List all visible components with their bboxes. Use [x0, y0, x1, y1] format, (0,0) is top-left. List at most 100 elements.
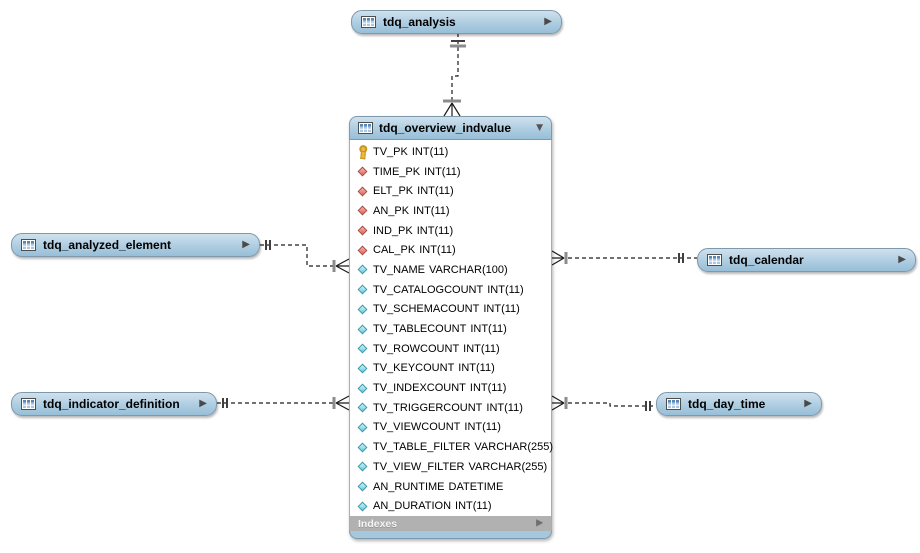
column-name-label: TV_INDEXCOUNT [373, 382, 466, 395]
table-icon [707, 254, 722, 266]
expand-arrow-icon[interactable]: ▶ [804, 398, 812, 409]
column-type-label: VARCHAR(255) [474, 441, 554, 454]
column-name-label: TV_CATALOGCOUNT [373, 283, 484, 296]
column-icon [357, 383, 368, 394]
column-name-label: TV_ROWCOUNT [373, 342, 460, 355]
expand-arrow-icon[interactable]: ▶ [199, 398, 207, 409]
column-name-label: TV_TRIGGERCOUNT [373, 401, 483, 414]
column-type-label: INT(11) [464, 421, 501, 434]
column-icon [357, 284, 368, 295]
column-icon [357, 402, 368, 413]
indexes-label: Indexes [358, 517, 398, 530]
column-type-label: INT(11) [486, 401, 523, 414]
column-type-label: INT(11) [458, 362, 495, 375]
column-name-label: TV_SCHEMACOUNT [373, 303, 480, 316]
relationship-overview-calendar[interactable] [551, 250, 697, 266]
column-name-label: TIME_PK [373, 165, 421, 178]
column-type-label: VARCHAR(100) [428, 263, 508, 276]
table-tdq-calendar[interactable]: tdq_calendar ▶ [697, 248, 916, 272]
column-icon [357, 481, 368, 492]
column-row[interactable]: AN_PK INT(11) [350, 201, 551, 221]
column-row[interactable]: TV_TRIGGERCOUNT INT(11) [350, 398, 551, 418]
column-type-label: INT(11) [483, 303, 520, 316]
column-type-label: INT(11) [455, 500, 492, 513]
column-name-label: TV_VIEW_FILTER [373, 460, 465, 473]
column-icon [357, 343, 368, 354]
table-name-label: tdq_overview_indvalue [379, 121, 512, 135]
column-name-label: AN_DURATION [373, 500, 452, 513]
column-row[interactable]: ELT_PK INT(11) [350, 181, 551, 201]
column-type-label: INT(11) [413, 204, 450, 217]
column-row[interactable]: TV_CATALOGCOUNT INT(11) [350, 280, 551, 300]
foreign-key-icon [357, 245, 368, 256]
relationship-analysis-overview[interactable] [443, 33, 466, 117]
table-footer-strip [349, 531, 552, 540]
column-type-label: INT(11) [469, 382, 507, 395]
column-type-label: INT(11) [411, 145, 449, 158]
indexes-expand-arrow-icon[interactable]: ▶ [536, 518, 543, 529]
column-row[interactable]: TV_INDEXCOUNT INT(11) [350, 378, 551, 398]
foreign-key-icon [357, 186, 368, 197]
collapse-arrow-icon[interactable]: ▼ [536, 122, 543, 133]
table-tdq-indicator-definition[interactable]: tdq_indicator_definition ▶ [11, 392, 217, 416]
column-row[interactable]: TV_VIEWCOUNT INT(11) [350, 418, 551, 438]
column-icon [357, 422, 368, 433]
column-row[interactable]: IND_PK INT(11) [350, 221, 551, 241]
column-name-label: ELT_PK [373, 185, 414, 198]
expand-arrow-icon[interactable]: ▶ [242, 239, 250, 250]
table-name-label: tdq_indicator_definition [43, 397, 180, 411]
column-row[interactable]: TIME_PK INT(11) [350, 162, 551, 182]
column-icon [357, 501, 368, 512]
column-type-label: INT(11) [419, 244, 456, 257]
column-name-label: CAL_PK [373, 244, 416, 257]
column-row[interactable]: TV_TABLE_FILTER VARCHAR(255) [350, 437, 554, 457]
table-header[interactable]: tdq_overview_indvalue ▼ [349, 116, 552, 140]
column-name-label: AN_RUNTIME [373, 480, 445, 493]
column-type-label: DATETIME [448, 480, 504, 493]
indexes-section[interactable]: Indexes ▶ [349, 516, 552, 532]
relationship-indicator-definition-overview[interactable] [217, 395, 350, 411]
column-name-label: AN_PK [373, 204, 410, 217]
table-tdq-analysis[interactable]: tdq_analysis ▶ [351, 10, 562, 34]
table-tdq-overview-indvalue[interactable]: tdq_overview_indvalue ▼ TV_PK INT(11) TI… [349, 116, 554, 540]
expand-arrow-icon[interactable]: ▶ [898, 254, 906, 265]
column-name-label: TV_PK [373, 145, 408, 158]
column-icon [357, 324, 368, 334]
column-icon [357, 363, 368, 374]
column-row[interactable]: TV_ROWCOUNT INT(11) [350, 339, 551, 359]
column-row[interactable]: AN_RUNTIME DATETIME [350, 477, 551, 497]
column-type-label: INT(11) [470, 323, 507, 336]
column-name-label: TV_TABLECOUNT [373, 323, 467, 336]
column-row[interactable]: AN_DURATION INT(11) [350, 496, 551, 516]
column-row[interactable]: TV_PK INT(11) [350, 142, 551, 162]
column-icon [357, 442, 368, 453]
primary-key-icon [357, 145, 367, 159]
column-row[interactable]: TV_SCHEMACOUNT INT(11) [350, 300, 551, 320]
table-tdq-day-time[interactable]: tdq_day_time ▶ [656, 392, 822, 416]
column-row[interactable]: TV_VIEW_FILTER VARCHAR(255) [350, 457, 551, 477]
column-icon [357, 265, 368, 275]
table-name-label: tdq_calendar [729, 253, 804, 267]
column-row[interactable]: TV_NAME VARCHAR(100) [350, 260, 551, 280]
expand-arrow-icon[interactable]: ▶ [544, 16, 552, 27]
column-row[interactable]: TV_KEYCOUNT INT(11) [350, 359, 551, 379]
foreign-key-icon [357, 205, 368, 216]
table-name-label: tdq_analysis [383, 15, 456, 29]
column-row[interactable]: CAL_PK INT(11) [350, 240, 551, 260]
column-name-label: TV_NAME [373, 263, 425, 276]
column-row[interactable]: TV_TABLECOUNT INT(11) [350, 319, 551, 339]
column-type-label: INT(11) [416, 224, 454, 237]
column-type-label: INT(11) [463, 342, 500, 355]
table-icon [358, 122, 373, 134]
columns-list: TV_PK INT(11) TIME_PK INT(11) ELT_PK INT… [349, 140, 554, 517]
relationship-overview-day-time[interactable] [551, 395, 656, 411]
table-name-label: tdq_day_time [688, 397, 766, 411]
column-type-label: INT(11) [424, 165, 461, 178]
relationship-analyzed-element-overview[interactable] [260, 240, 350, 274]
column-name-label: TV_KEYCOUNT [373, 362, 455, 375]
table-tdq-analyzed-element[interactable]: tdq_analyzed_element ▶ [11, 233, 260, 257]
column-type-label: VARCHAR(255) [468, 460, 548, 473]
column-name-label: TV_TABLE_FILTER [373, 441, 471, 454]
